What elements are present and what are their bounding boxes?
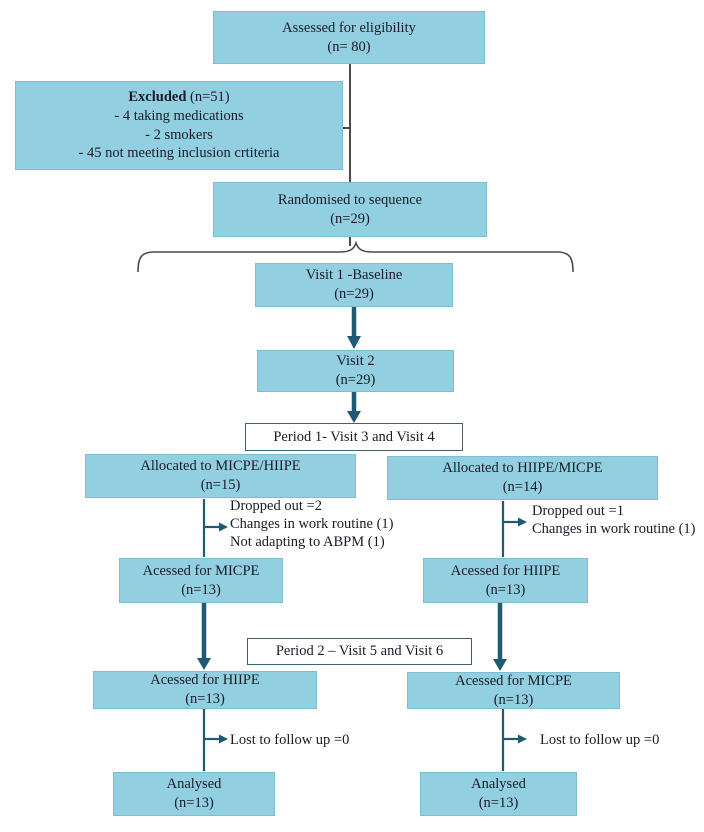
visit1-line2: (n=29): [334, 286, 374, 302]
visit2-box: Visit 2 (n=29): [257, 350, 454, 392]
period1-label: Period 1- Visit 3 and Visit 4: [273, 428, 435, 445]
excluded-item: - 45 not meeting inclusion crtiteria: [78, 145, 280, 162]
excluded-item: - 4 taking medications: [114, 107, 244, 124]
analysed-left-line2: (n=13): [174, 795, 214, 811]
dropout-left-line: Dropped out =2: [230, 498, 322, 514]
excluded-count: (n=51): [186, 89, 230, 106]
excluded-title-line: Excluded (n=51): [128, 88, 229, 107]
dropout-left-line: Changes in work routine (1): [230, 516, 394, 532]
acessed-micpe-p1-line2: (n=13): [181, 581, 221, 598]
analysed-left-box: Analysed (n=13): [113, 772, 275, 816]
visit1-box: Visit 1 -Baseline (n=29): [255, 263, 453, 307]
split-brace: [137, 240, 574, 273]
lost-left-note: Lost to follow up =0: [230, 732, 350, 748]
dropout-left-line: Not adapting to ABPM (1): [230, 534, 385, 550]
visit2-line1: Visit 2: [336, 353, 375, 370]
acessed-hiipe-p2-line2: (n=13): [185, 691, 225, 707]
period2-box: Period 2 – Visit 5 and Visit 6: [247, 638, 472, 665]
randomised-line1: Randomised to sequence: [277, 191, 423, 208]
assessed-line1: Assessed for eligibility: [282, 19, 416, 36]
excluded-title: Excluded: [128, 89, 187, 106]
allocated-right-line1: Allocated to HIIPE/MICPE: [442, 460, 603, 477]
allocated-left-box: Allocated to MICPE/HIIPE (n=15): [85, 454, 356, 498]
acessed-hiipe-p1-line1: Acessed for HIIPE: [450, 562, 561, 579]
allocated-left-line1: Allocated to MICPE/HIIPE: [140, 458, 301, 475]
acessed-micpe-period2-box: Acessed for MICPE (n=13): [407, 672, 620, 709]
assessed-line2: (n= 80): [327, 38, 371, 55]
allocated-right-line2: (n=14): [502, 479, 543, 495]
acessed-micpe-p2-line2: (n=13): [493, 691, 534, 708]
acessed-micpe-p1-line1: Acessed for MICPE: [142, 562, 260, 579]
dropout-right-line: Changes in work routine (1): [532, 521, 696, 537]
analysed-right-line2: (n=13): [478, 795, 519, 811]
randomised-line2: (n=29): [330, 210, 370, 227]
period1-box: Period 1- Visit 3 and Visit 4: [245, 423, 463, 451]
acessed-hiipe-p1-line2: (n=13): [485, 581, 526, 598]
acessed-hiipe-period2-box: Acessed for HIIPE (n=13): [93, 671, 317, 709]
acessed-micpe-p2-line1: Acessed for MICPE: [455, 672, 572, 689]
lost-right-note: Lost to follow up =0: [540, 732, 660, 748]
allocated-right-box: Allocated to HIIPE/MICPE (n=14): [387, 456, 658, 500]
excluded-item: - 2 smokers: [145, 126, 213, 143]
excluded-box: Excluded (n=51) - 4 taking medications -…: [15, 81, 343, 170]
visit1-line1: Visit 1 -Baseline: [305, 267, 403, 284]
analysed-left-line1: Analysed: [166, 776, 222, 793]
visit2-line2: (n=29): [335, 372, 376, 388]
analysed-right-line1: Analysed: [471, 776, 526, 793]
randomised-box: Randomised to sequence (n=29): [213, 182, 487, 237]
dropout-left-note: Dropped out =2 Changes in work routine (…: [230, 497, 394, 551]
analysed-right-box: Analysed (n=13): [420, 772, 577, 816]
dropout-right-note: Dropped out =1 Changes in work routine (…: [532, 502, 696, 538]
acessed-micpe-period1-box: Acessed for MICPE (n=13): [119, 558, 283, 603]
acessed-hiipe-p2-line1: Acessed for HIIPE: [150, 672, 260, 689]
dropout-right-line: Dropped out =1: [532, 503, 624, 519]
period2-label: Period 2 – Visit 5 and Visit 6: [275, 643, 444, 659]
assessed-box: Assessed for eligibility (n= 80): [213, 11, 485, 64]
acessed-hiipe-period1-box: Acessed for HIIPE (n=13): [423, 558, 588, 603]
allocated-left-line2: (n=15): [200, 477, 241, 493]
